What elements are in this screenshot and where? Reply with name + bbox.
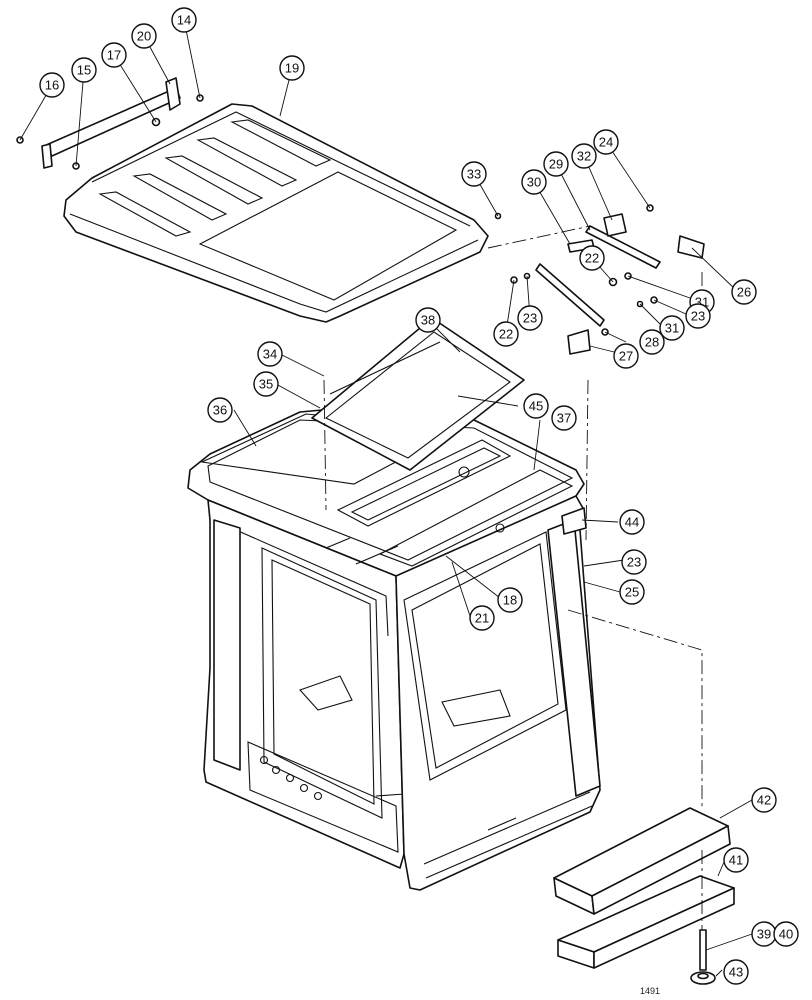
- svg-text:22: 22: [585, 251, 599, 266]
- svg-text:39: 39: [757, 927, 771, 942]
- svg-text:21: 21: [475, 611, 489, 626]
- callout-20: 20: [131, 23, 157, 49]
- callout-38: 38: [415, 307, 441, 333]
- callout-23c: 23: [621, 549, 647, 575]
- callout-24: 24: [593, 129, 619, 155]
- svg-text:36: 36: [213, 403, 227, 418]
- callout-42: 42: [751, 787, 777, 813]
- callout-25: 25: [619, 579, 645, 605]
- svg-text:23: 23: [523, 311, 537, 326]
- svg-text:28: 28: [645, 335, 659, 350]
- svg-text:15: 15: [77, 63, 91, 78]
- svg-text:44: 44: [625, 515, 639, 530]
- svg-text:30: 30: [527, 175, 541, 190]
- storage-box-lid: [553, 807, 731, 915]
- callout-22a: 22: [579, 245, 605, 271]
- callout-30: 30: [521, 169, 547, 195]
- callout-31b: 31: [659, 315, 685, 341]
- svg-text:14: 14: [177, 13, 191, 28]
- callout-23b: 23: [517, 305, 543, 331]
- callout-43: 43: [723, 959, 749, 985]
- cab-body: [187, 407, 601, 891]
- callout-29: 29: [543, 151, 569, 177]
- roof-panel: [63, 103, 489, 323]
- svg-text:32: 32: [577, 149, 591, 164]
- svg-text:19: 19: [285, 61, 299, 76]
- svg-text:34: 34: [263, 347, 277, 362]
- callout-22b: 22: [493, 321, 519, 347]
- svg-text:40: 40: [779, 927, 793, 942]
- svg-text:25: 25: [625, 585, 639, 600]
- callout-45: 45: [523, 393, 549, 419]
- svg-text:23: 23: [691, 309, 705, 324]
- svg-text:33: 33: [467, 167, 481, 182]
- callout-21: 21: [469, 605, 495, 631]
- svg-text:41: 41: [729, 853, 743, 868]
- svg-text:42: 42: [757, 793, 771, 808]
- callout-37: 37: [551, 405, 577, 431]
- roof-hatch-panel: [311, 317, 525, 471]
- assembly-lines: [323, 225, 703, 930]
- svg-text:38: 38: [421, 313, 435, 328]
- callout-44: 44: [619, 509, 645, 535]
- drawing-reference-number: 1491: [640, 986, 660, 996]
- callout-18: 18: [497, 587, 523, 613]
- bolt-and-nut: [690, 929, 716, 985]
- callout-27: 27: [613, 343, 639, 369]
- svg-text:18: 18: [503, 593, 517, 608]
- storage-box-tray: [557, 875, 735, 969]
- svg-text:22: 22: [499, 327, 513, 342]
- svg-text:27: 27: [619, 349, 633, 364]
- callout-39: 39: [751, 921, 777, 947]
- svg-text:43: 43: [729, 965, 743, 980]
- callout-28: 28: [639, 329, 665, 355]
- callout-32: 32: [571, 143, 597, 169]
- svg-text:24: 24: [599, 135, 613, 150]
- callout-33: 33: [461, 161, 487, 187]
- svg-text:37: 37: [557, 411, 571, 426]
- svg-text:20: 20: [137, 29, 151, 44]
- callout-41: 41: [723, 847, 749, 873]
- leader-lines: [19, 19, 753, 977]
- callout-26: 26: [731, 279, 757, 305]
- callout-19: 19: [279, 55, 305, 81]
- svg-text:29: 29: [549, 157, 563, 172]
- callout-15: 15: [71, 57, 97, 83]
- callout-14: 14: [171, 7, 197, 33]
- svg-text:17: 17: [107, 48, 121, 63]
- svg-text:31: 31: [665, 321, 679, 336]
- svg-text:45: 45: [529, 399, 543, 414]
- callout-23a: 23: [685, 303, 711, 329]
- callout-35: 35: [253, 371, 279, 397]
- svg-text:16: 16: [45, 78, 59, 93]
- callout-17: 17: [101, 42, 127, 68]
- callout-34: 34: [257, 341, 283, 367]
- callout-36: 36: [207, 397, 233, 423]
- svg-text:35: 35: [259, 377, 273, 392]
- svg-text:23: 23: [627, 555, 641, 570]
- callout-bubbles: 16 15 17 20 14 19 33 30 29 32 24 22 26 3…: [39, 7, 799, 985]
- svg-text:26: 26: [737, 285, 751, 300]
- callout-16: 16: [39, 72, 65, 98]
- callout-40: 40: [773, 921, 799, 947]
